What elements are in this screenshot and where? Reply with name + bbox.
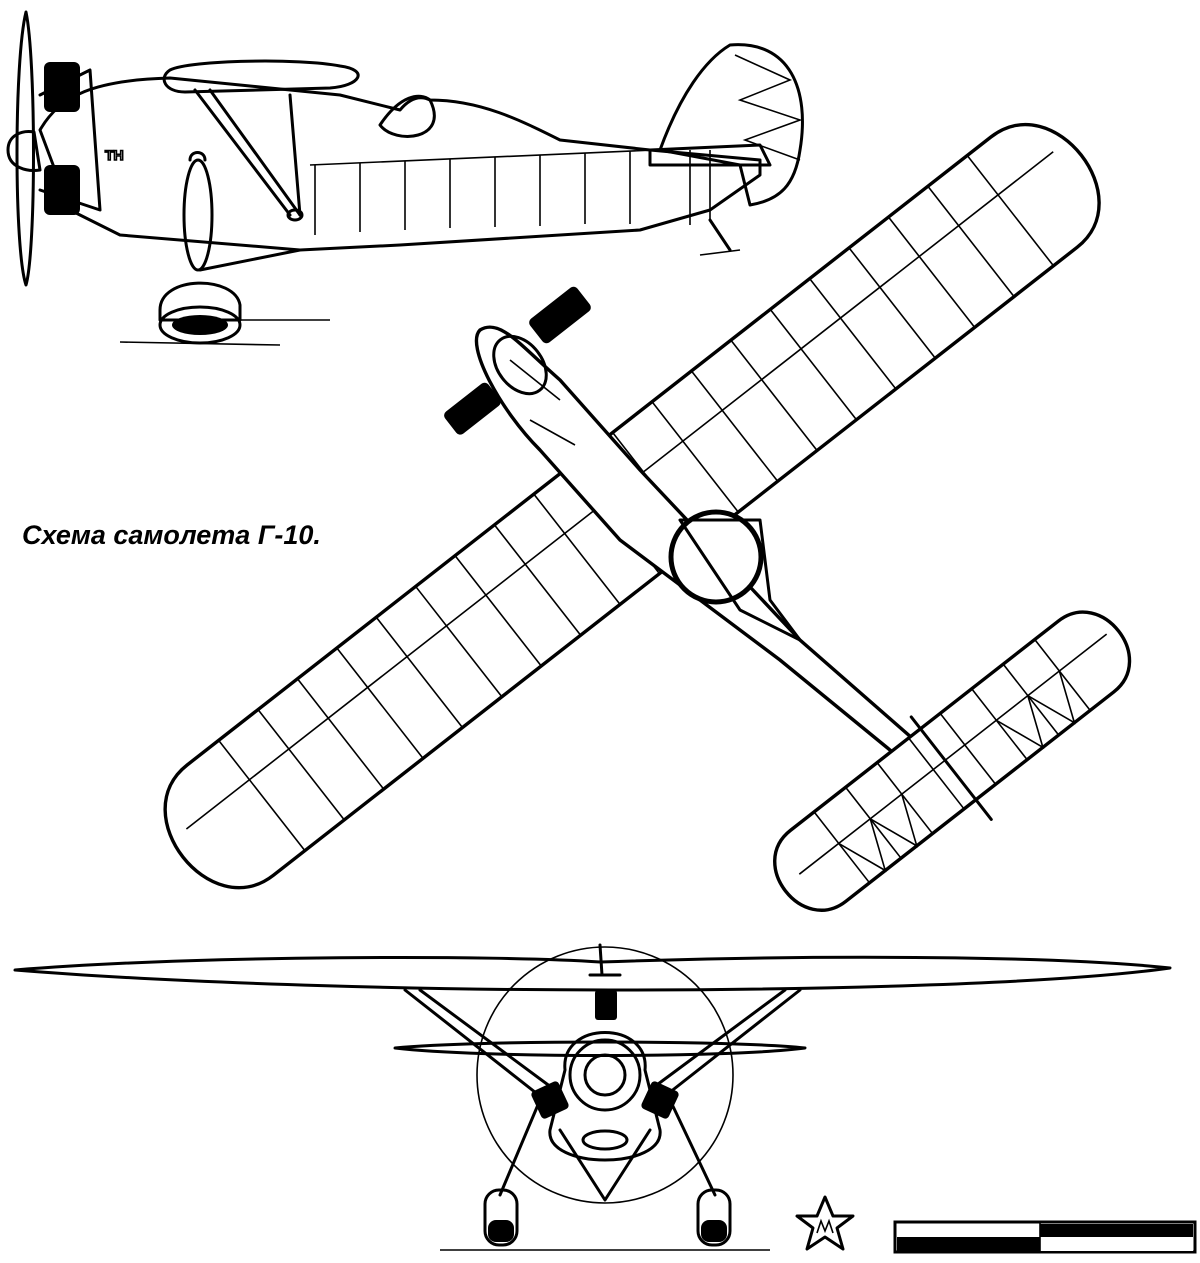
front-struts xyxy=(403,988,802,1202)
front-view xyxy=(13,943,1172,1251)
side-landing-gear xyxy=(119,151,330,346)
plan-view xyxy=(163,122,1132,912)
front-fuselage xyxy=(548,1031,662,1162)
side-cockpit xyxy=(378,94,436,138)
scale-bar xyxy=(893,1220,1197,1254)
front-wheels xyxy=(483,1188,732,1247)
side-view: TH xyxy=(6,10,804,346)
side-propeller xyxy=(6,10,42,287)
red-star-emblem-icon xyxy=(795,1195,855,1251)
side-fuselage-ribs: TH xyxy=(104,146,656,235)
drawing-caption: Схема самолета Г-10. xyxy=(22,520,321,550)
front-propeller-disc xyxy=(476,946,734,1204)
side-engine xyxy=(38,62,102,215)
side-wing-struts xyxy=(193,88,304,222)
plan-tail-plane xyxy=(773,610,1132,912)
svg-text:TH: TH xyxy=(105,147,124,163)
front-upper-wing xyxy=(13,955,1172,992)
side-upper-wing xyxy=(162,59,360,94)
side-tail xyxy=(648,43,804,256)
front-lower-wing xyxy=(393,1040,807,1057)
plan-fuselage xyxy=(444,286,963,798)
